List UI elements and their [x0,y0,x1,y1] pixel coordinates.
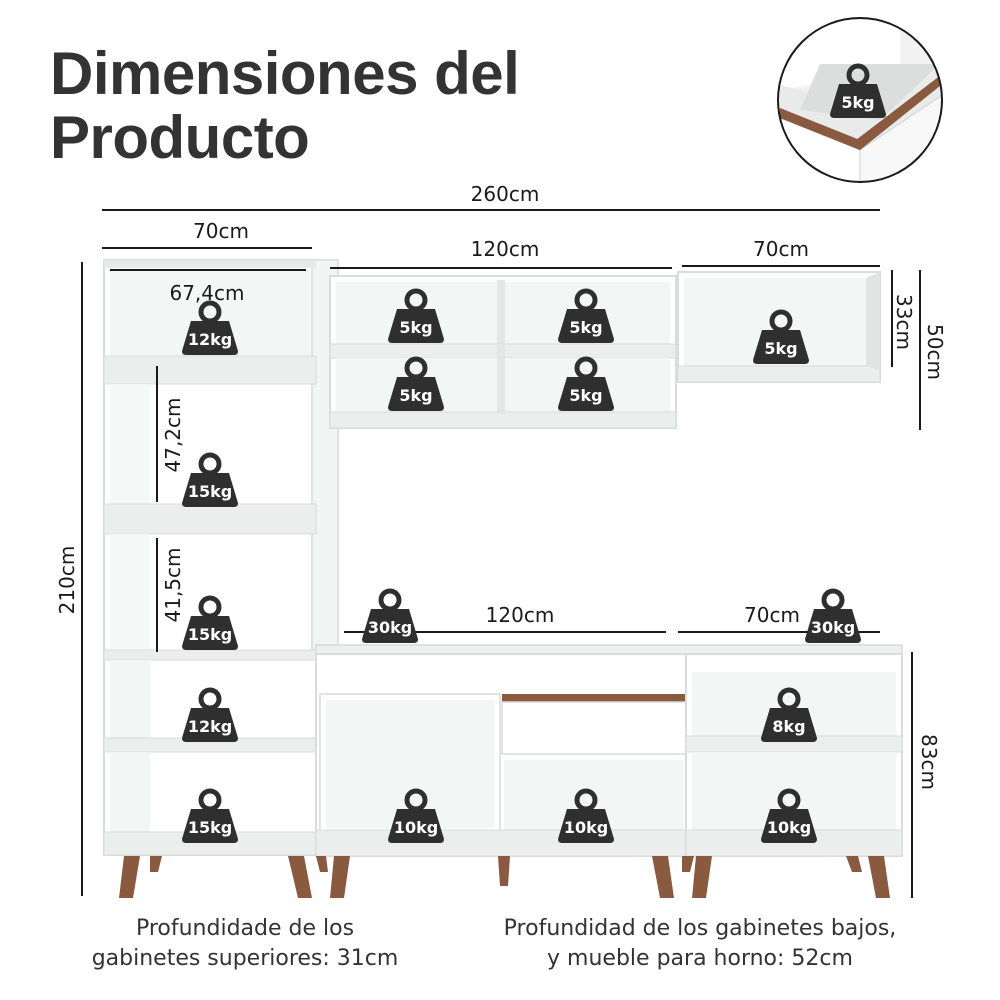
drawer-detail-inset: 5kg [777,17,943,183]
weight-icon: 30kg [362,591,418,643]
dim-upper-left-width: 70cm [193,219,249,243]
weight-icon: 5kg [753,312,809,364]
weight-label-top-right: 30kg [811,618,855,637]
weight-label-drawer-inset: 5kg [841,93,874,112]
weight-label-low-a: 10kg [394,818,438,837]
weight-icon: 15kg [182,455,238,507]
weight-icon: 8kg [761,690,817,742]
weight-label-tall-niche-2: 15kg [188,625,232,644]
dim-lower-right-width: 70cm [744,603,800,627]
weight-label-tall-lower-1: 12kg [188,717,232,736]
weight-label-tall-top: 12kg [188,330,232,349]
dim-lower-middle-width: 120cm [486,603,555,627]
dim-total-width: 260cm [471,182,540,206]
weight-icon: 5kg [388,291,444,343]
dim-tall-niche-2: 41,5cm [161,547,185,622]
lower-depth-line-2: y mueble para horno: 52cm [547,946,853,971]
lower-depth-line-1: Profundidad de los gabinetes bajos, [503,916,897,941]
weight-icon: 15kg [182,598,238,650]
countertop [315,644,903,655]
weight-label-tall-lower-2: 15kg [188,818,232,837]
weight-label-tall-niche-1: 15kg [188,482,232,501]
dim-tall-niche-1: 47,2cm [161,397,185,472]
weight-icon: 10kg [761,791,817,843]
weight-label-upper-mid-3: 5kg [399,386,432,405]
weight-label-low-b: 10kg [564,818,608,837]
lower-cabinet-depth-note: Profundidad de los gabinetes bajos, y mu… [490,914,910,974]
upper-right-cabinet [677,271,881,383]
weight-icon: 15kg [182,791,238,843]
dim-upper-middle-width: 120cm [471,237,540,261]
page-title: Dimensiones del Producto [50,40,520,171]
upper-depth-line-1: Profundidade de los [135,916,355,941]
weight-icon: 5kg [388,359,444,411]
title-line-1: Dimensiones del [50,40,520,107]
upper-middle-cabinet [329,275,677,429]
weight-icon: 10kg [388,791,444,843]
dim-upper-right-height: 50cm [923,324,947,380]
weight-icon: 10kg [558,791,614,843]
dim-lower-height: 83cm [917,734,941,790]
weight-icon: 12kg [182,303,238,355]
upper-cabinet-depth-note: Profundidade de los gabinetes superiores… [80,914,410,974]
dimension-labels: 260cm 70cm 67,4cm 120cm 70cm 33cm 50cm 2… [55,182,947,790]
weight-icon: 5kg [558,359,614,411]
dim-upper-right-inner-height: 33cm [892,294,916,350]
weight-icon: 30kg [805,591,861,643]
weight-label-low-right-1: 8kg [772,717,805,736]
upper-depth-line-2: gabinetes superiores: 31cm [91,946,399,971]
dim-upper-right-width: 70cm [753,237,809,261]
weight-label-upper-mid-4: 5kg [569,386,602,405]
weight-icon: 5kg [830,66,886,118]
weight-label-upper-mid-2: 5kg [569,318,602,337]
lower-middle-cabinet [315,653,687,857]
weight-label-low-c: 10kg [767,818,811,837]
dim-total-height: 210cm [55,546,79,615]
title-line-2: Producto [50,104,310,171]
weight-label-upper-right: 5kg [764,339,797,358]
weight-icon: 12kg [182,690,238,742]
weight-label-upper-mid-1: 5kg [399,318,432,337]
weight-icons: 12kg 15kg 15kg 12kg 15kg 5kg 5kg 5kg 5kg… [182,291,861,843]
cabinet-legs [119,856,890,898]
weight-label-top-mid: 30kg [368,618,412,637]
weight-icon: 5kg [558,291,614,343]
